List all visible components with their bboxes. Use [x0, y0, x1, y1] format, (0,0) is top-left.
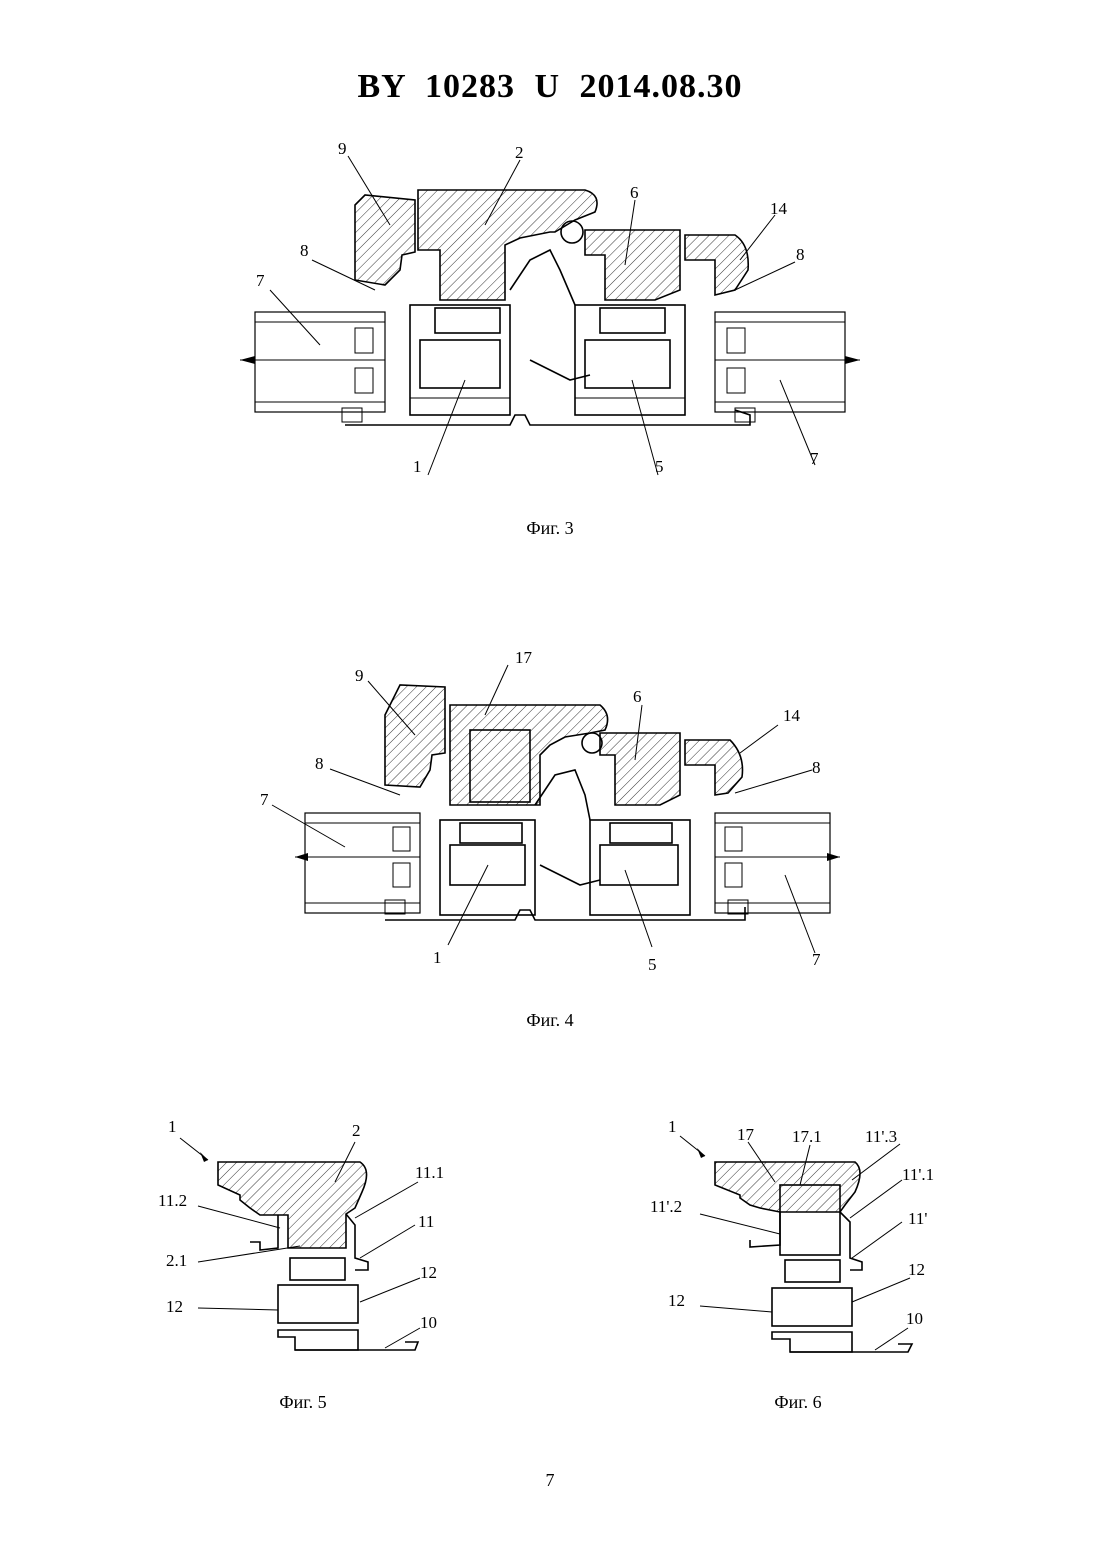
seal-ring — [582, 733, 602, 753]
figure-4-caption: Фиг. 4 — [450, 1010, 650, 1031]
fig3-label-8-right: 8 — [796, 245, 805, 264]
wood-cladding-6 — [600, 733, 680, 805]
arrow-head — [697, 1148, 705, 1158]
fig6-label-11p1: 11'.1 — [902, 1165, 934, 1184]
fig5-label-10: 10 — [420, 1313, 437, 1332]
fig5-label-11: 11 — [418, 1212, 434, 1231]
glass-pane-left — [295, 813, 420, 913]
fig3-label-7-right: 7 — [810, 449, 819, 468]
fig6-label-1: 1 — [668, 1117, 677, 1136]
figure-5-drawing: 1 2 11.1 11.2 11 2.1 12 12 10 — [150, 1110, 470, 1370]
figure-6-caption: Фиг. 6 — [698, 1392, 898, 1413]
fig3-label-8-left: 8 — [300, 241, 309, 260]
fig4-label-8-left: 8 — [315, 754, 324, 773]
fig3-label-5: 5 — [655, 457, 664, 476]
locking-arm — [540, 865, 600, 885]
sash-profile-5 — [590, 820, 690, 915]
seal-ring — [561, 221, 583, 243]
figure-5-caption: Фиг. 5 — [203, 1392, 403, 1413]
fig6-label-17-1: 17.1 — [792, 1127, 822, 1146]
figure-4-drawing: 9 17 6 14 8 8 7 7 1 5 — [250, 645, 850, 975]
fig4-label-7-right: 7 — [812, 950, 821, 969]
fig3-label-14: 14 — [770, 199, 788, 218]
document-header: BY 10283 U 2014.08.30 — [0, 68, 1100, 106]
wood-cladding-9 — [355, 195, 415, 285]
wood-cladding-9 — [385, 685, 445, 787]
fig3-label-6: 6 — [630, 183, 639, 202]
fig5-label-2-1: 2.1 — [166, 1251, 187, 1270]
fig6-label-10: 10 — [906, 1309, 923, 1328]
sash-hinge — [510, 250, 575, 305]
fig4-label-1: 1 — [433, 948, 442, 967]
fig5-label-11-1: 11.1 — [415, 1163, 444, 1182]
fig3-label-2: 2 — [515, 143, 524, 162]
fig4-label-6: 6 — [633, 687, 642, 706]
frame-profile-1 — [440, 820, 535, 915]
fig6-label-12-right: 12 — [908, 1260, 925, 1279]
wood-cladding-17 — [450, 705, 608, 805]
fig6-label-17: 17 — [737, 1125, 755, 1144]
base-rail — [345, 410, 750, 425]
fig3-label-1: 1 — [413, 457, 422, 476]
wood-cladding-2 — [218, 1162, 367, 1248]
fig4-label-14: 14 — [783, 706, 801, 725]
fig5-label-11-2: 11.2 — [158, 1191, 187, 1210]
wood-cladding-2 — [418, 190, 597, 300]
fig3-label-9: 9 — [338, 140, 347, 158]
fig6-label-11p3: 11'.3 — [865, 1127, 897, 1146]
sash-profile-5 — [575, 305, 685, 415]
fig4-label-17: 17 — [515, 648, 533, 667]
fig4-label-5: 5 — [648, 955, 657, 974]
frame-profile-1 — [410, 305, 510, 415]
fig5-label-2: 2 — [352, 1121, 361, 1140]
base-rail — [385, 907, 745, 920]
fig5-label-12-right: 12 — [420, 1263, 437, 1282]
sash-hinge — [535, 770, 590, 820]
fig4-label-9: 9 — [355, 666, 364, 685]
fig4-label-7-left: 7 — [260, 790, 269, 809]
wood-cladding-14 — [685, 235, 748, 295]
fig6-label-12-left: 12 — [668, 1291, 685, 1310]
fig6-label-11p2: 11'.2 — [650, 1197, 682, 1216]
fig4-label-8-right: 8 — [812, 758, 821, 777]
fig6-label-11p: 11' — [908, 1209, 927, 1228]
figure-3-drawing: 9 2 6 14 8 8 7 7 1 5 — [230, 140, 870, 490]
page-number: 7 — [500, 1470, 600, 1491]
glass-pane-left — [240, 312, 385, 412]
arrow-head — [200, 1152, 208, 1162]
figure-6-drawing: 1 17 17.1 11'.3 11'.1 11'.2 11' 12 12 10 — [640, 1110, 960, 1370]
glass-pane-right — [715, 813, 840, 913]
fig5-label-1: 1 — [168, 1117, 177, 1136]
fig5-label-12-left: 12 — [166, 1297, 183, 1316]
wood-cladding-17 — [715, 1162, 860, 1212]
figure-3-caption: Фиг. 3 — [450, 518, 650, 539]
locking-arm — [530, 360, 590, 380]
wood-cladding-6 — [585, 230, 680, 300]
fig3-label-7-left: 7 — [256, 271, 265, 290]
wood-cladding-14 — [685, 740, 743, 795]
